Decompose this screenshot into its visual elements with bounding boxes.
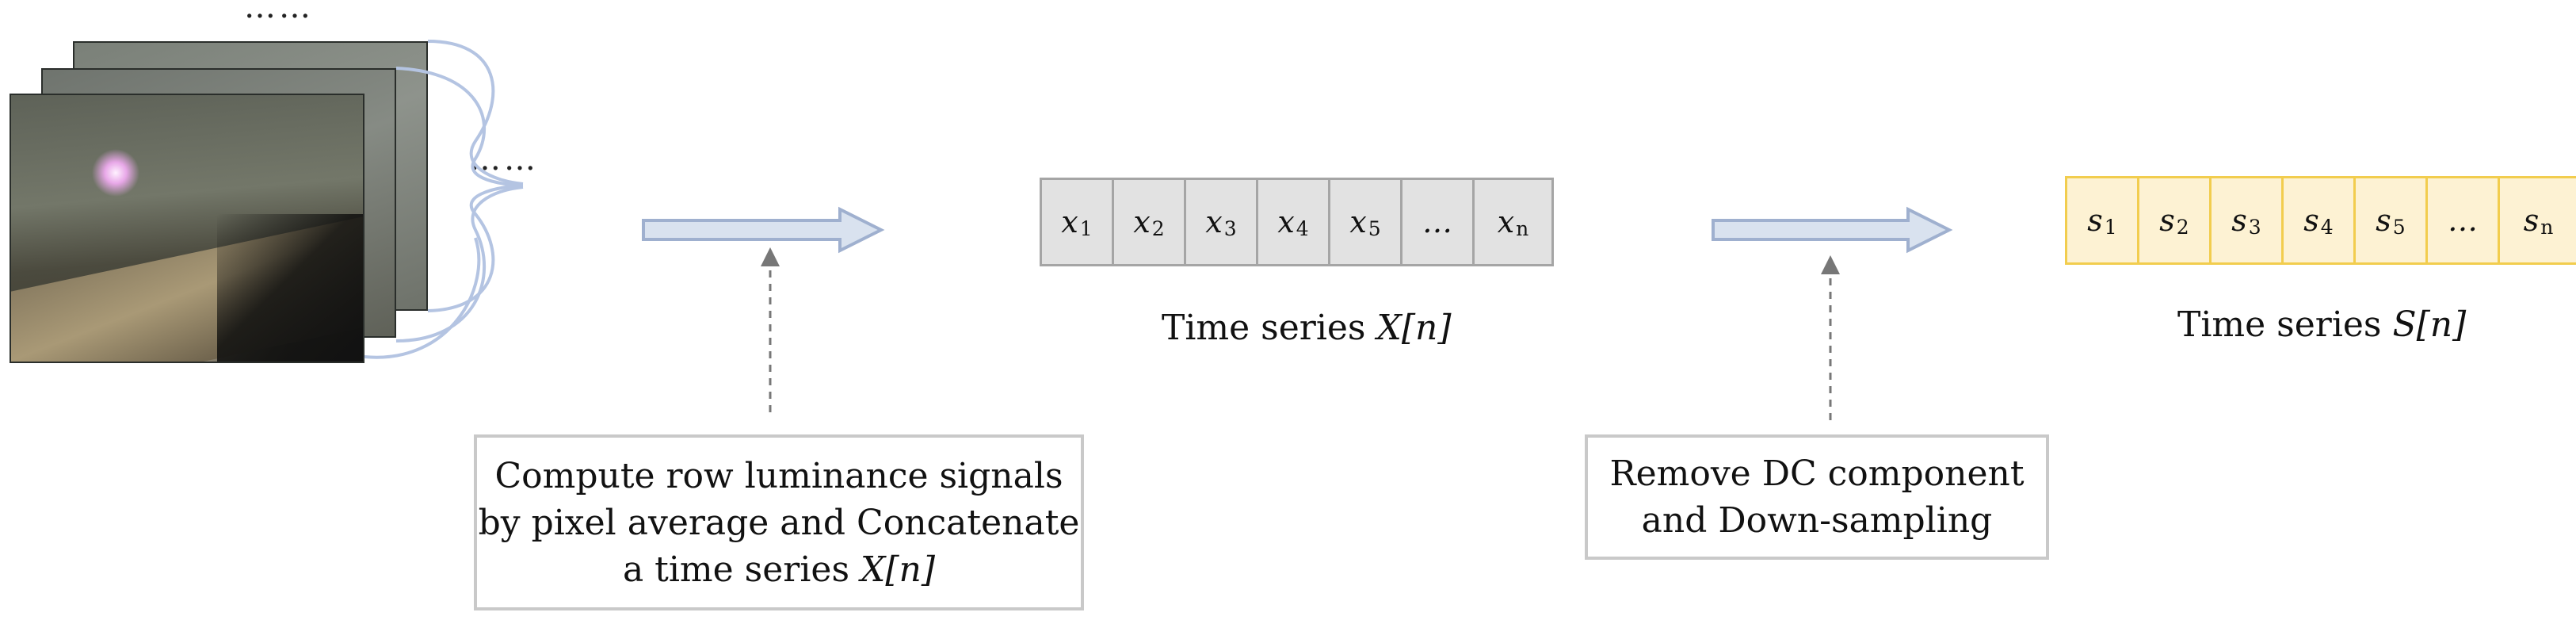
- step1-line2: by pixel average and Concatenate: [478, 502, 1080, 543]
- video-frame-front: [10, 94, 364, 363]
- arrow-right-icon: [1712, 206, 1953, 254]
- cell-subscript: 2: [1151, 216, 1165, 240]
- caption-text: Time series: [2177, 304, 2393, 345]
- caption-text: Time series: [1162, 308, 1377, 348]
- cell-subscript: 2: [2176, 215, 2189, 239]
- arrow-up-icon: [761, 247, 780, 266]
- arrow-up-icon: [1821, 255, 1840, 274]
- cell-symbol: x: [1277, 205, 1295, 239]
- cell-symbol: s: [2303, 203, 2319, 238]
- step2-line2: and Down-sampling: [1641, 500, 1993, 541]
- step1-line3-math: X[n]: [861, 549, 936, 590]
- cell-subscript: 1: [2104, 215, 2117, 239]
- x-sequence-caption: Time series X[n]: [1162, 308, 1452, 348]
- cell-symbol: x: [1349, 205, 1367, 239]
- cell-subscript: 4: [2320, 215, 2334, 239]
- cell-symbol: …: [2448, 203, 2478, 238]
- cell-symbol: x: [1497, 205, 1515, 239]
- step1-line1: Compute row luminance signals: [494, 455, 1063, 496]
- cell-subscript: n: [2540, 215, 2554, 239]
- cell-symbol: x: [1061, 205, 1078, 239]
- cell-subscript: 3: [2248, 215, 2261, 239]
- frames-brace-icon: [364, 40, 524, 359]
- cell-symbol: …: [1422, 205, 1452, 239]
- step1-line3-text: a time series: [622, 549, 861, 590]
- cell-subscript: 4: [1296, 216, 1309, 240]
- frames-top-ellipsis: ……: [244, 0, 314, 25]
- cell-symbol: s: [2087, 203, 2103, 238]
- cell-symbol: s: [2159, 203, 2175, 238]
- cell-subscript: 3: [1223, 216, 1237, 240]
- cell-subscript: 1: [1079, 216, 1093, 240]
- caption-math: S[n]: [2392, 304, 2467, 345]
- cell-symbol: x: [1205, 205, 1223, 239]
- cell-symbol: s: [2523, 203, 2540, 238]
- step2-description-box: Remove DC component and Down-sampling: [1585, 434, 2049, 560]
- step1-description-box: Compute row luminance signals by pixel a…: [474, 434, 1084, 610]
- step1-line3: a time series X[n]: [479, 546, 1080, 593]
- sequence-cell: …: [2428, 178, 2500, 262]
- arrow-right-icon: [642, 206, 885, 254]
- cell-subscript: 5: [1368, 216, 1381, 240]
- cell-symbol: x: [1133, 205, 1151, 239]
- cell-symbol: s: [2231, 203, 2247, 238]
- cell-subscript: 5: [2392, 215, 2406, 239]
- s-sequence-caption: Time series S[n]: [2177, 304, 2466, 345]
- caption-math: X[n]: [1376, 308, 1452, 348]
- frame-shadow: [217, 214, 363, 362]
- step2-line1: Remove DC component: [1609, 454, 2025, 494]
- sequence-cell: …: [1402, 180, 1475, 264]
- cell-subscript: n: [1516, 216, 1529, 240]
- cell-symbol: s: [2376, 203, 2391, 238]
